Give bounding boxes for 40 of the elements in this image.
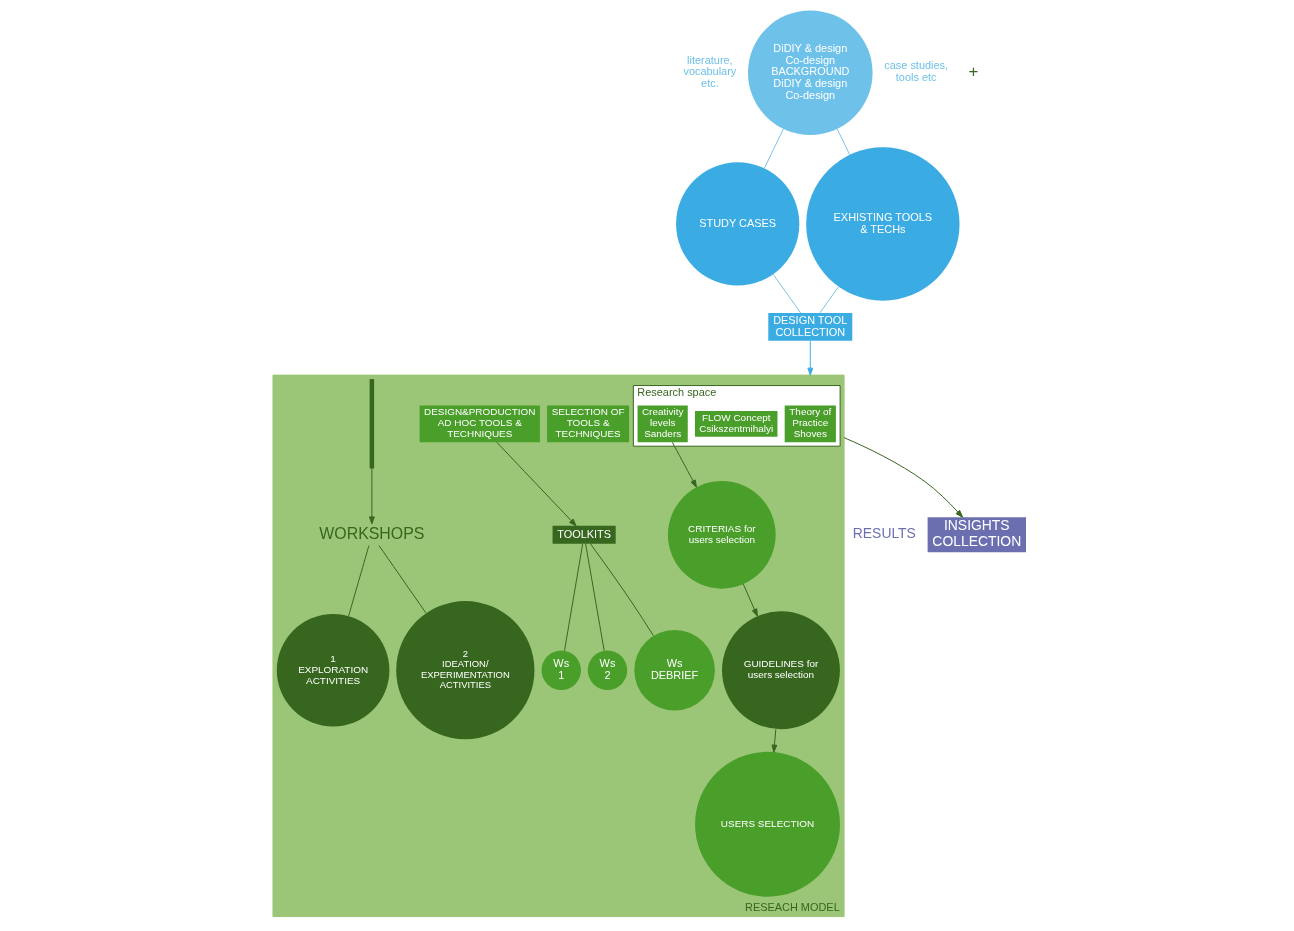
- node-box: FLOW Concept Csikszentmihalyi: [694, 410, 777, 437]
- connector: [347, 545, 369, 617]
- arrow: [771, 728, 777, 753]
- node-circle: EXHISTING TOOLS & TECHs: [805, 147, 960, 301]
- node-label: literature, vocabulary etc.: [682, 53, 736, 90]
- arrow: [671, 441, 697, 488]
- arrow: [742, 583, 758, 617]
- node-box: DESIGN TOOL COLLECTION: [767, 313, 852, 341]
- connector: [836, 128, 850, 156]
- node-label: case studies, tools etc: [883, 59, 948, 84]
- node-box: TOOLKITS: [552, 525, 616, 544]
- node-box: Creativity levels Sanders: [637, 405, 688, 443]
- connector: [589, 543, 654, 637]
- node-circle: GUIDELINES for users selection: [721, 611, 840, 730]
- node-circle: DiDIY & design Co-design BACKGROUND DiDIY & design Co-design: [747, 10, 873, 135]
- node-circle: 1 EXPLORATION ACTIVITIES: [276, 613, 389, 727]
- connector: [818, 286, 839, 314]
- arrow: [843, 437, 963, 518]
- node-box: DESIGN&PRODUCTION AD HOC TOOLS & TECHNIQUES: [419, 405, 540, 443]
- node-circle: Ws 1: [541, 650, 581, 690]
- connector: [584, 543, 605, 652]
- node-circle: STUDY CASES: [675, 162, 799, 286]
- node-box: Theory of Practice Shoves: [784, 405, 836, 443]
- node-label: RESULTS: [852, 525, 916, 542]
- node-circle: Ws 2: [587, 650, 627, 690]
- node-box: INSIGHTS COLLECTION: [927, 517, 1026, 553]
- node-bar: [369, 379, 374, 469]
- node-circle: USERS SELECTION: [694, 751, 840, 897]
- node-box: SELECTION OF TOOLS & TECHNIQUES: [546, 405, 629, 443]
- node-circle: 2 IDEATION/ EXPERIMENTATION ACTIVITIES: [395, 601, 534, 740]
- node-circle: Ws DEBRIEF: [633, 629, 715, 711]
- connector: [772, 273, 801, 314]
- connector: [563, 543, 583, 652]
- arrow: [495, 441, 577, 527]
- label: +: [967, 62, 978, 81]
- connector: [378, 545, 426, 614]
- arrow: [806, 340, 813, 376]
- node-text: WORKSHOPS: [318, 524, 424, 542]
- connector: [763, 128, 784, 169]
- arrow: [368, 468, 375, 525]
